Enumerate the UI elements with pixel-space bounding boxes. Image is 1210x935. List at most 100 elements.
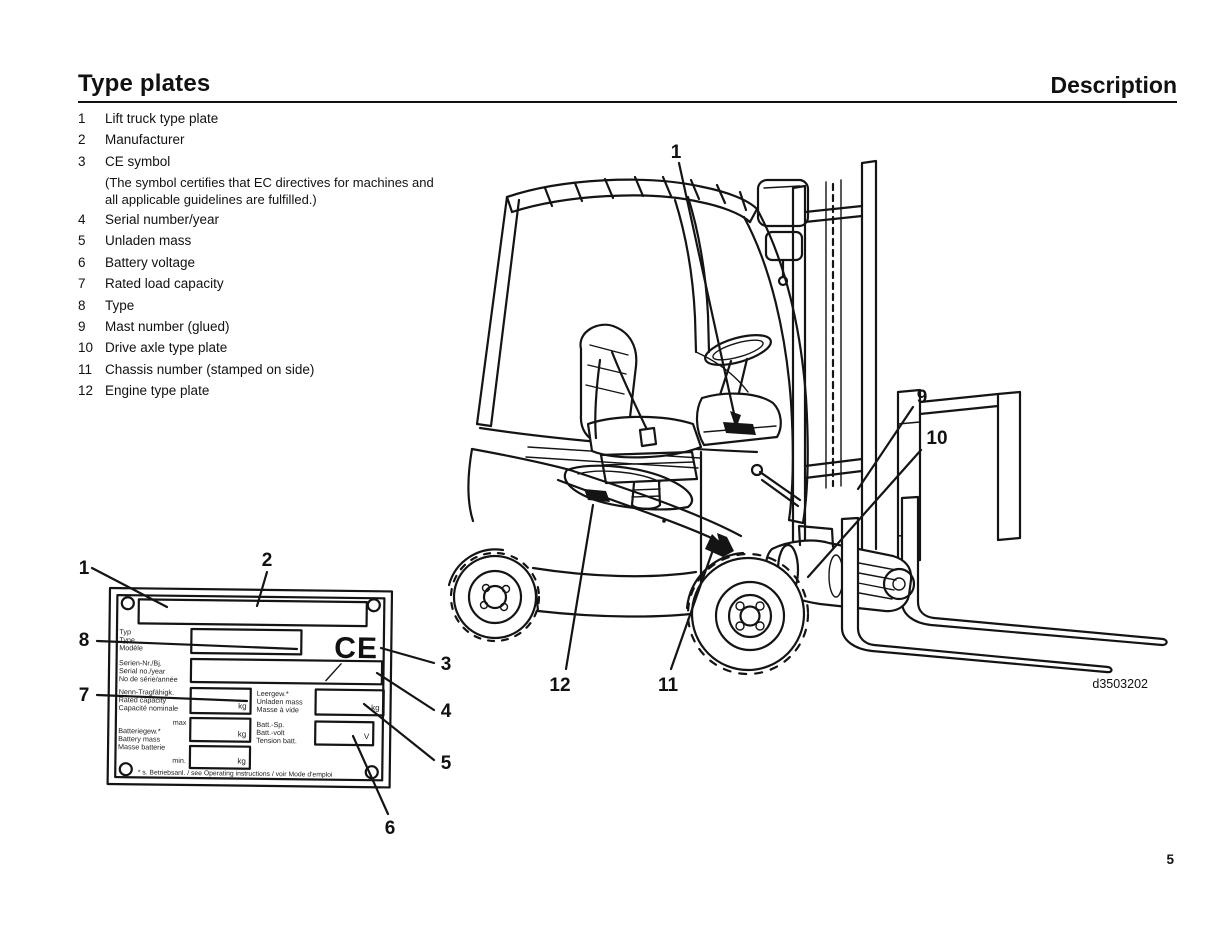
- header-rule: [78, 101, 1177, 104]
- unit-v: V: [364, 732, 370, 741]
- leader-arrowhead: [730, 411, 741, 429]
- plate-label: Nenn-Tragfähigk.: [119, 687, 174, 697]
- truck-callout-12: 12: [549, 675, 570, 696]
- plate-outer-border: [106, 586, 394, 789]
- plate-label: Modèle: [119, 643, 143, 652]
- type-plate-drawing: Typ Type Modèle CE Serien-Nr./Bj. Serial…: [106, 586, 394, 789]
- list-item: 5 Unladen mass: [78, 233, 434, 254]
- list-item-number: 2: [78, 132, 86, 148]
- list-item-number: 1: [78, 111, 86, 126]
- capacity-field: [189, 686, 252, 715]
- plate-footer: * s. Betriebsanl. / see Operating instru…: [138, 769, 333, 778]
- list-item: 1 Lift truck type plate: [78, 111, 434, 132]
- plate-label: Serial no./year: [119, 666, 166, 676]
- list-item-number: 12: [78, 383, 94, 399]
- list-item-label: Mast number (glued): [105, 318, 230, 334]
- plate-label: Leergew.*: [257, 689, 289, 698]
- tilt-cylinder: [758, 470, 802, 508]
- list-item-number: 9: [78, 318, 86, 334]
- plate-label-min: min.: [172, 756, 186, 765]
- plate-callout-3: 3: [441, 654, 452, 675]
- plate-label: Battery mass: [118, 734, 160, 744]
- page-title: Type plates: [78, 70, 211, 97]
- headlamp: [756, 178, 810, 228]
- plate-callout-2: 2: [262, 550, 273, 571]
- list-item-label: Rated load capacity: [105, 276, 224, 292]
- truck-callout-1: 1: [671, 142, 682, 163]
- unladen-mass-field: [314, 688, 385, 717]
- unit-kg: kg: [238, 730, 247, 739]
- plate-callout-7: 7: [79, 685, 90, 706]
- truck-callout-11: 11: [658, 675, 679, 696]
- drawing-reference: d3503202: [1092, 677, 1148, 691]
- front-wheel: [685, 551, 810, 676]
- battery-mass-min-field: [188, 744, 252, 770]
- list-item: 6 Battery voltage: [78, 255, 434, 276]
- list-item-number: 5: [78, 233, 86, 249]
- list-item-label: Lift truck type plate: [105, 111, 219, 126]
- truck-callout-leaders: [564, 161, 923, 671]
- plate-callout-1: 1: [79, 558, 90, 579]
- list-item-label: Type: [105, 297, 135, 313]
- plate-hole: [120, 596, 135, 611]
- unit-kg: kg: [238, 702, 247, 711]
- list-item-note: (The symbol certifies that EC directives…: [105, 175, 434, 191]
- plate-label: Rated capacity: [119, 695, 167, 705]
- drive-axle: [765, 524, 916, 613]
- mast: [750, 159, 878, 558]
- list-item-label: Serial number/year: [105, 211, 220, 227]
- list-item: 9 Mast number (glued): [78, 319, 434, 340]
- forklift-drawing: 1 9 10 11 12 d3503202: [447, 142, 1168, 696]
- list-item-number: 6: [78, 254, 86, 270]
- list-item: 4 Serial number/year: [78, 212, 434, 233]
- plate-hole: [366, 598, 381, 613]
- section-title: Description: [1050, 72, 1177, 98]
- rear-wheel: [449, 551, 541, 643]
- plate-label: Serien-Nr./Bj.: [119, 658, 162, 668]
- list-item-label: CE symbol: [105, 153, 171, 169]
- plate-label: Typ: [119, 627, 131, 636]
- truck-callout-9: 9: [917, 387, 928, 408]
- fork-far: [900, 495, 1168, 647]
- unit-kg: kg: [371, 703, 380, 712]
- roof-slats: [543, 175, 748, 212]
- plate-label: Tension batt.: [256, 736, 297, 745]
- plate-callout-leaders: [90, 566, 436, 816]
- page-number: 5: [1166, 852, 1174, 867]
- plate-label: Capacité nominale: [118, 703, 178, 713]
- list-item-label: Unladen mass: [105, 233, 192, 249]
- plate-callout-5: 5: [441, 753, 452, 774]
- plate-label: Type: [119, 635, 135, 644]
- list-item-label: Chassis number (stamped on side): [105, 361, 315, 377]
- unit-kg: kg: [237, 757, 246, 766]
- seat-belt: [594, 358, 602, 440]
- list-item-number: 4: [78, 211, 86, 227]
- fork-near: [840, 516, 1113, 674]
- battery-mass-max-field: [189, 716, 252, 743]
- plate-label: Masse batterie: [118, 742, 165, 752]
- operator-seat: [579, 323, 703, 510]
- list-item-label: Battery voltage: [105, 254, 196, 270]
- plate-label: Batt.-Sp.: [256, 720, 284, 729]
- serial-field: [189, 657, 384, 686]
- plate-hole: [118, 762, 133, 777]
- plate-label: Masse à vide: [256, 705, 298, 715]
- plate-label: Batt.-volt: [256, 728, 284, 737]
- plate-callout-4: 4: [441, 701, 452, 722]
- plate-label: No de série/année: [119, 674, 178, 684]
- plate-callout-6: 6: [385, 818, 396, 839]
- ce-mark: CE: [334, 632, 378, 666]
- plate-label-max: max: [173, 718, 187, 727]
- seat-belt-buckle: [638, 426, 658, 448]
- plate-callout-8: 8: [79, 630, 90, 651]
- plate-label: Batteriegew.*: [118, 726, 161, 736]
